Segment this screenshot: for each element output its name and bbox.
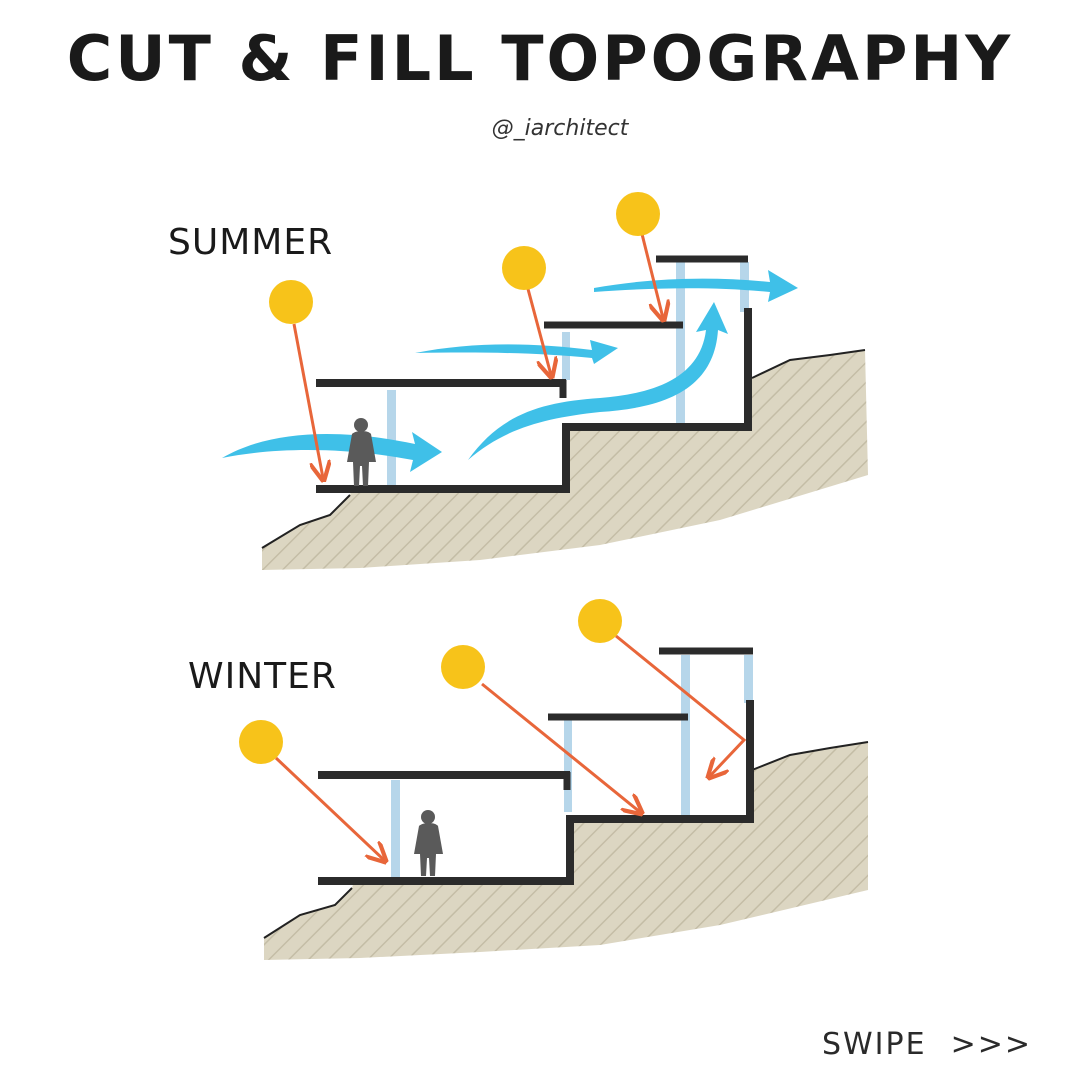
winter-suns (239, 599, 622, 764)
sun-ray-arrow-icon (481, 682, 640, 812)
swipe-arrows-icon: >>> (950, 1027, 1032, 1062)
summer-sun-rays (292, 233, 663, 478)
winter-ground-line (263, 741, 869, 939)
sun-ray-arrow-icon (274, 756, 384, 860)
summer-suns (269, 192, 660, 324)
sun-ray-arrow-icon (526, 288, 551, 375)
wind-arrow-icon (415, 340, 618, 364)
winter-ground-fill (264, 742, 868, 960)
wind-arrow-icon (468, 302, 728, 460)
page-title: CUT & FILL TOPOGRAPHY (66, 22, 1014, 95)
person-icon (414, 810, 443, 876)
sun-icon (502, 246, 546, 290)
sun-ray-arrow-icon (292, 323, 323, 478)
wind-arrow-icon (222, 432, 442, 472)
summer-wind-arrows (222, 270, 798, 472)
summer-ground-line (261, 349, 866, 549)
summer-ground-fill (262, 350, 868, 570)
winter-slabs (318, 647, 754, 885)
summer-diagram (222, 192, 868, 570)
swipe-label: SWIPE (821, 1027, 927, 1062)
wind-arrow-icon (594, 270, 798, 302)
summer-slabs (316, 255, 752, 493)
winter-diagram (239, 599, 869, 960)
author-handle: @_iarchitect (491, 116, 629, 141)
sun-icon (616, 192, 660, 236)
winter-glass-walls (391, 655, 753, 878)
winter-sun-rays (274, 634, 747, 860)
sun-icon (578, 599, 622, 643)
sun-ray-arrow-icon (615, 634, 747, 776)
sun-icon (239, 720, 283, 764)
swipe-hint[interactable]: SWIPE >>> (822, 1027, 1032, 1062)
sun-ray-arrow-icon (640, 233, 663, 318)
sun-icon (269, 280, 313, 324)
sun-icon (441, 645, 485, 689)
summer-label: SUMMER (168, 222, 334, 263)
person-icon (347, 418, 376, 486)
winter-label: WINTER (188, 656, 337, 697)
